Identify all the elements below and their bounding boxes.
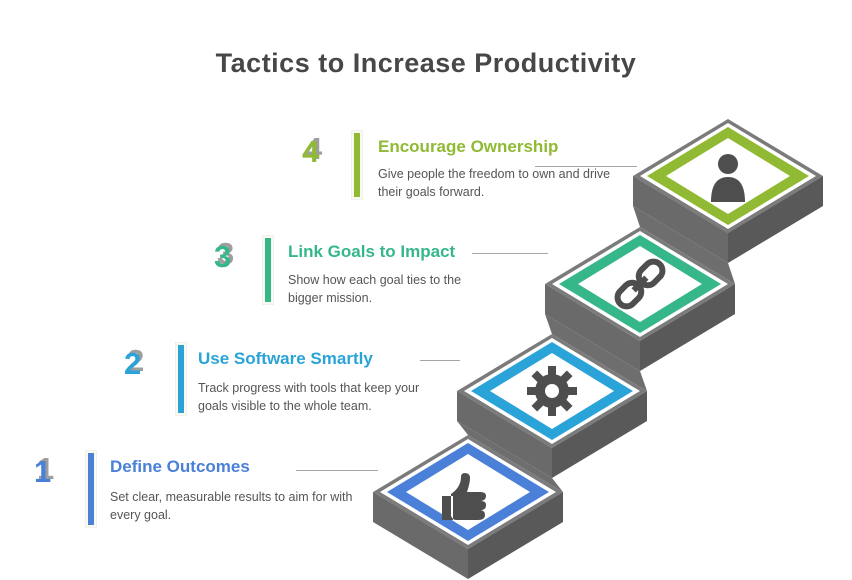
step-1-diamond	[380, 439, 556, 545]
person-icon	[711, 154, 745, 202]
step-connector-4-3	[633, 206, 735, 284]
page-title: Tactics to Increase Productivity	[215, 48, 637, 78]
step-right-face	[468, 492, 563, 579]
step-3-diamond	[552, 231, 728, 337]
step-3-label: Link Goals to Impact	[288, 242, 456, 261]
step-1-label: Define Outcomes	[110, 457, 250, 476]
step-3-number: 3	[214, 239, 232, 274]
step-1-description: Set clear, measurable results to aim for…	[110, 490, 353, 522]
connector-line-step-3	[472, 253, 548, 254]
step-4-label: Encourage Ownership	[378, 137, 559, 156]
step-4-diamond	[640, 123, 816, 229]
step-right-face	[640, 284, 735, 371]
step-connector-3-2	[545, 314, 647, 391]
step-2-number: 2	[124, 346, 142, 381]
step-4-description: Give people the freedom to own and drive…	[378, 167, 611, 199]
step-2-description: Track progress with tools that keep your…	[198, 381, 420, 413]
step-right-face	[552, 391, 647, 478]
step-1-accent-bar	[86, 451, 96, 527]
step-2-diamond	[464, 338, 640, 444]
step-left-face	[373, 492, 468, 579]
step-left-face	[633, 176, 728, 263]
gear-icon	[527, 366, 577, 416]
diamond-face	[666, 138, 790, 214]
step-right-face	[728, 176, 823, 263]
connector-line-step-4	[535, 166, 637, 167]
step-4-accent-bar	[352, 131, 362, 199]
thumbs-up-icon	[442, 473, 486, 520]
link-icon	[614, 258, 666, 310]
connector-line-step-2	[420, 360, 460, 361]
step-2-accent-bar	[176, 343, 186, 415]
connector-line-step-1	[296, 470, 378, 471]
step-2-label: Use Software Smartly	[198, 349, 373, 368]
step-connector-2-1	[457, 421, 563, 492]
step-3-description: Show how each goal ties to the bigger mi…	[288, 273, 462, 305]
step-left-face	[457, 391, 552, 478]
step-1-number: 1	[34, 454, 52, 489]
step-4-number: 4	[302, 134, 320, 169]
step-3-accent-bar	[263, 236, 273, 304]
step-left-face	[545, 284, 640, 371]
